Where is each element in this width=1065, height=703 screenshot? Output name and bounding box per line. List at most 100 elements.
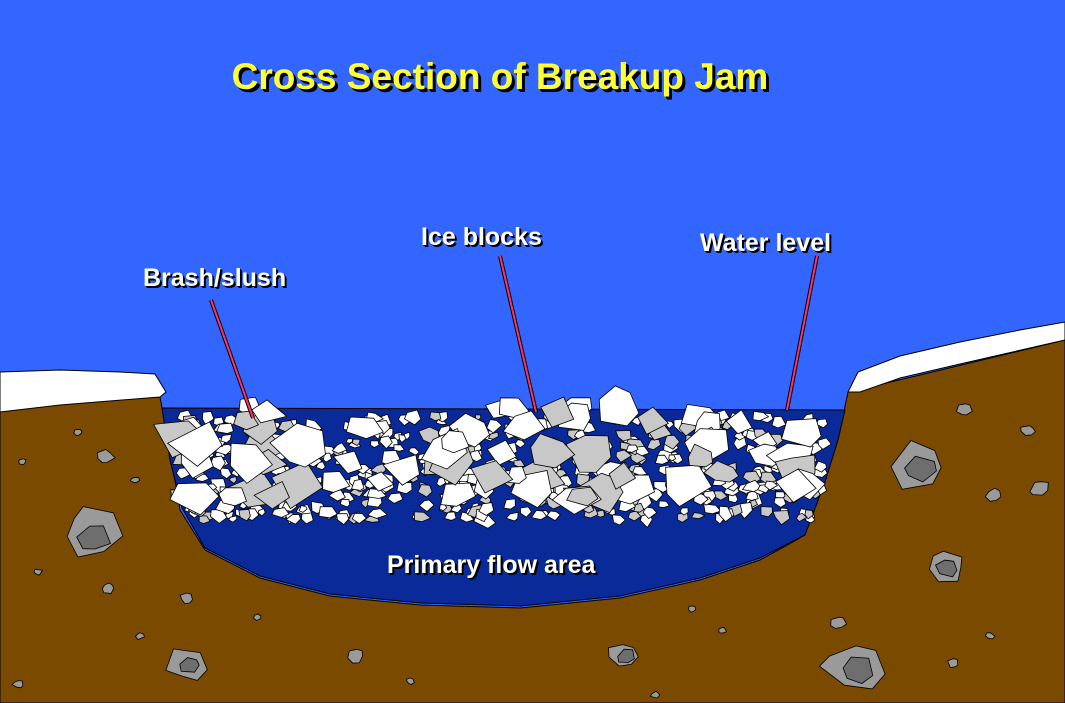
rock [134,632,145,641]
rock [956,403,973,416]
label-primary-flow-area: Primary flow area [387,551,596,579]
ice-block [486,439,517,466]
soil [0,339,1065,703]
brash-fragment [503,498,516,510]
brash-fragment [764,480,779,491]
brash-fragment [813,460,828,473]
diagram-title: Cross Section of Breakup Jam [231,56,769,97]
rock-shade [76,525,112,550]
rock [18,458,27,465]
ice-block [781,418,822,448]
rock [73,428,83,436]
ice-block [345,416,384,440]
brash-fragment [676,512,689,523]
rock [129,477,141,484]
brash-fragment [772,510,791,526]
brash-fragment [336,513,350,526]
brash-fragment [646,438,662,451]
brash-fragment [298,505,308,513]
brash-fragment [703,503,722,515]
ice-block [366,471,395,492]
brash-fragment [228,476,238,485]
ice-block [382,454,420,486]
rock [101,582,114,594]
snow-bank-left [0,369,167,413]
ice-block [166,421,223,467]
rock [649,690,661,699]
brash-fragment [219,467,232,480]
brash-fragment [530,509,547,521]
rock [179,592,193,605]
brash-fragment [403,409,422,426]
brash-fragment [505,511,519,522]
rock-shade [904,455,937,483]
rock [830,616,848,629]
brash-fragment [796,512,808,523]
rock [406,677,415,685]
brash-fragment [611,514,626,526]
ice-block [565,435,612,473]
brash-fragment [351,512,367,524]
brash-fragment [752,410,770,422]
brash-fragment [220,433,233,444]
ice-block [703,460,740,483]
brash-fragment [633,502,645,513]
brash-fragment [417,484,433,498]
brash-fragment [615,430,632,442]
pointer-brash [209,299,255,419]
ice-block [441,430,470,454]
rock [1020,425,1036,436]
label-ice-blocks: Ice blocks [421,223,542,251]
snow-bank-right [847,321,1065,393]
ice-block [253,480,290,510]
rock [33,568,44,576]
rock-shade [934,559,958,578]
rock [96,449,116,464]
rock [985,632,996,640]
brash-fragment [387,492,404,504]
brash-fragment [546,510,561,522]
rock [1029,481,1049,496]
brash-fragment [679,507,689,516]
ice-block [540,396,575,428]
brash-fragment [408,447,420,456]
brash-fragment [238,508,251,522]
brash-fragment [760,506,773,518]
brash-fragment [429,411,442,422]
brash-fragment [514,439,526,449]
brash-fragment [300,512,314,525]
brash-fragment [322,452,332,463]
ice-block [322,471,351,493]
ice-block [169,482,220,516]
rock [11,680,24,689]
pointer-ice-blocks [498,255,538,413]
brash-fragment [486,419,503,434]
rock [252,613,262,621]
brash-fragment [658,500,671,508]
brash-fragment [328,489,346,502]
brash-fragment [366,488,388,499]
ice-block [608,461,637,490]
brash-fragment [663,434,681,450]
ice-block [687,443,714,468]
brash-fragment [418,499,435,513]
brash-fragment [733,436,747,451]
brash-fragment [478,502,495,516]
brash-fragment [331,442,348,454]
ice-block [269,422,326,468]
rock-shade [842,656,874,684]
brash-fragment [654,454,670,465]
brash-fragment [228,515,238,523]
ice-block [332,450,363,474]
ice-block [566,486,599,507]
brash-fragment [345,438,353,444]
brash-fragment [804,509,814,520]
label-brash-slush: Brash/slush [143,264,287,292]
rock [984,487,1002,502]
rock [718,627,728,634]
label-water-level: Water level [700,229,832,257]
ice-block [440,482,477,507]
brash-fragment [690,512,706,520]
brash-fragment [487,431,499,440]
